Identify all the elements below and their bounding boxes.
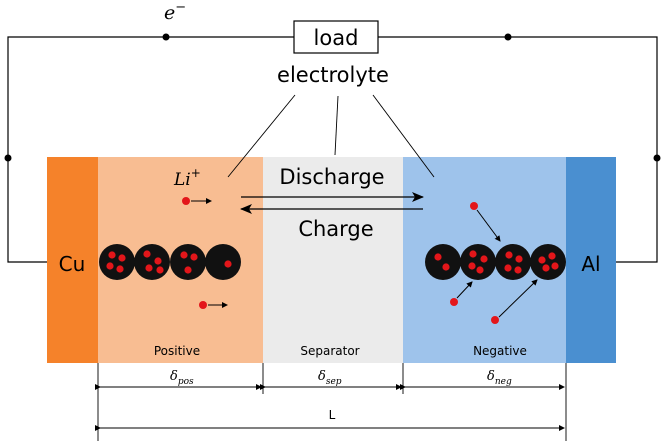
dimension-annotations: δpos δsep δneg L <box>95 363 567 441</box>
active-particle <box>99 244 135 280</box>
intercalated-ion <box>118 254 126 262</box>
wire-node <box>504 33 512 41</box>
lithium-ion <box>182 197 190 205</box>
callout-line <box>372 94 435 178</box>
intercalated-ion <box>156 266 164 274</box>
lithium-ion-label: Li+ <box>173 166 201 190</box>
aluminum-collector <box>566 157 616 363</box>
intercalated-ion <box>542 264 550 272</box>
intercalated-ion <box>505 251 513 259</box>
intercalated-ion <box>184 266 192 274</box>
intercalated-ion <box>106 262 114 270</box>
intercalated-ion <box>515 255 523 263</box>
delta-pos-label: δpos <box>170 369 194 387</box>
aluminum-label: Al <box>581 252 600 276</box>
lithium-ion <box>450 298 458 306</box>
delta-sep-label: δsep <box>318 369 342 387</box>
intercalated-ion <box>224 260 232 268</box>
external-circuit: load e− <box>4 0 661 263</box>
intercalated-ion <box>548 252 556 260</box>
active-particle <box>460 244 496 280</box>
intercalated-ion <box>154 257 162 265</box>
negative-label: Negative <box>473 344 527 358</box>
active-particle <box>495 244 531 280</box>
positive-label: Positive <box>154 344 200 358</box>
ion-motion-arrow <box>498 279 538 318</box>
intercalated-ion <box>468 262 476 270</box>
callout-line <box>227 94 296 178</box>
total-length-label: L <box>329 408 336 422</box>
wire-node <box>653 154 661 162</box>
load-box <box>293 20 379 54</box>
active-particle <box>530 244 566 280</box>
intercalated-ion <box>116 265 124 273</box>
intercalated-ion <box>514 266 522 274</box>
intercalated-ion <box>180 251 188 259</box>
lithium-ion <box>491 316 499 324</box>
discharge-label: Discharge <box>279 165 384 189</box>
negative-particles <box>425 244 566 280</box>
intercalated-ion <box>469 250 477 258</box>
positive-particles <box>99 244 241 280</box>
active-particle <box>425 244 461 280</box>
intercalated-ion <box>434 253 442 261</box>
wire-left <box>7 36 294 263</box>
positive-free-ions <box>182 197 228 309</box>
electron-label: e− <box>164 0 186 24</box>
lithium-ion <box>199 301 207 309</box>
delta-neg-label: δneg <box>487 369 512 387</box>
wire-node <box>4 154 12 162</box>
ion-motion-arrow <box>456 281 473 299</box>
active-particle <box>134 244 170 280</box>
intercalated-ion <box>190 253 198 261</box>
intercalated-ion <box>108 251 116 259</box>
active-particle <box>205 244 241 280</box>
charge-label: Charge <box>298 217 373 241</box>
copper-collector <box>47 157 98 363</box>
process-arrows: Discharge Charge <box>240 165 424 241</box>
active-particle <box>170 244 206 280</box>
intercalated-ion <box>476 266 484 274</box>
separator-label: Separator <box>300 344 359 358</box>
wire-right <box>378 36 658 263</box>
intercalated-ion <box>504 264 512 272</box>
wire-node <box>162 33 170 41</box>
intercalated-ion <box>551 262 559 270</box>
ion-motion-arrow <box>476 209 501 242</box>
electrolyte-callout: electrolyte <box>227 63 435 178</box>
callout-line <box>334 95 339 156</box>
intercalated-ion <box>538 256 546 264</box>
electrolyte-label: electrolyte <box>277 63 389 87</box>
separator-region <box>263 157 403 363</box>
load-label: load <box>314 26 359 50</box>
intercalated-ion <box>442 263 450 271</box>
lithium-ion <box>470 202 478 210</box>
intercalated-ion <box>143 250 151 258</box>
intercalated-ion <box>480 255 488 263</box>
copper-label: Cu <box>59 252 86 276</box>
intercalated-ion <box>145 264 153 272</box>
negative-free-ions <box>450 202 538 324</box>
